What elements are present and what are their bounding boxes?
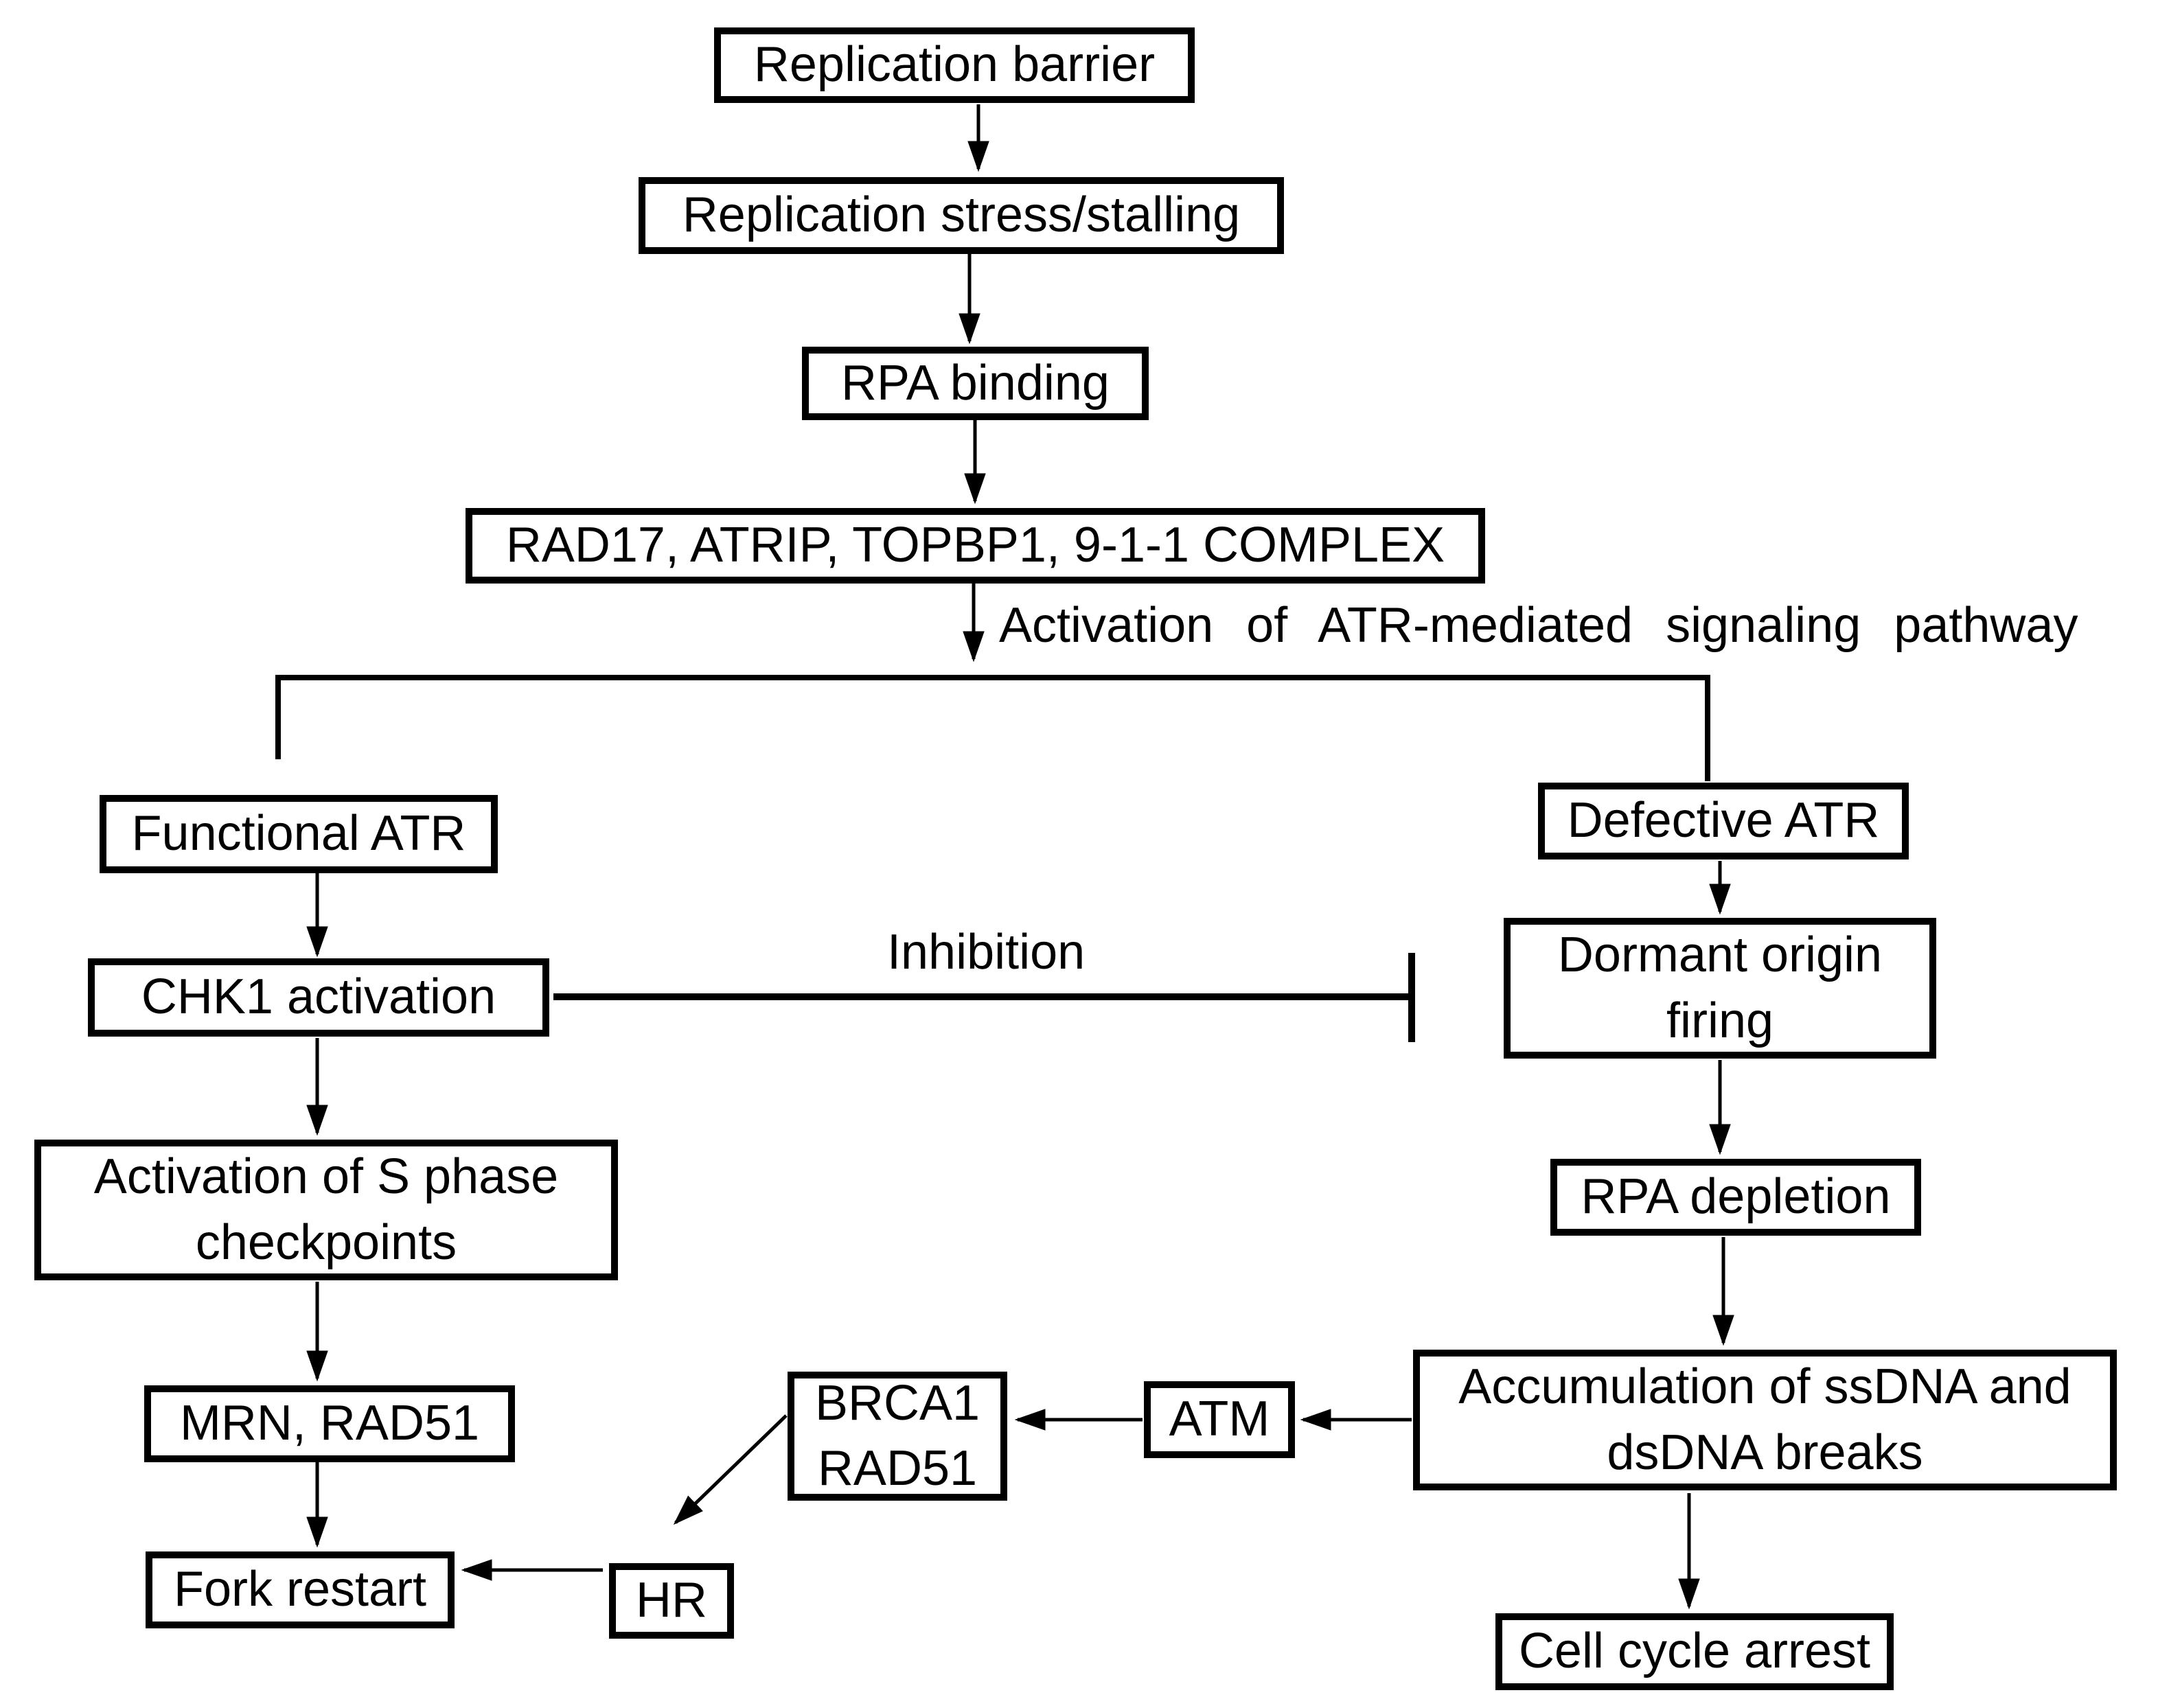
arrow-brca1-to-hr <box>673 1414 788 1525</box>
node-mrn-rad51: MRN, RAD51 <box>144 1385 515 1462</box>
node-replication-barrier: Replication barrier <box>714 27 1195 103</box>
node-label: Fork restart <box>173 1562 427 1617</box>
node-dormant-origin-firing: Dormant origin firing <box>1504 918 1936 1059</box>
node-functional-atr: Functional ATR <box>100 795 498 873</box>
node-label: MRN, RAD51 <box>179 1396 480 1451</box>
node-hr: HR <box>609 1563 734 1639</box>
node-replication-stress: Replication stress/stalling <box>639 177 1284 254</box>
node-label: Cell cycle arrest <box>1518 1624 1871 1679</box>
node-label: Accumulation of ssDNA and dsDNA breaks <box>1458 1359 2072 1480</box>
node-s-phase-checkpoints: Activation of S phase checkpoints <box>34 1140 618 1280</box>
node-label: Replication stress/stalling <box>682 187 1241 243</box>
label-activation-pathway: Activation of ATR-mediated signaling pat… <box>999 598 2078 653</box>
node-rpa-depletion: RPA depletion <box>1550 1159 1921 1236</box>
node-label: Defective ATR <box>1567 793 1880 849</box>
node-label: RPA depletion <box>1581 1169 1891 1225</box>
label-inhibition: Inhibition <box>887 925 1086 980</box>
node-atm: ATM <box>1144 1381 1295 1458</box>
node-rpa-binding: RPA binding <box>802 347 1149 420</box>
node-label: Functional ATR <box>131 806 466 862</box>
node-label: CHK1 activation <box>141 969 496 1025</box>
node-label: HR <box>636 1573 707 1628</box>
node-fork-restart: Fork restart <box>146 1551 455 1628</box>
node-label: BRCA1 RAD51 <box>814 1375 980 1496</box>
node-label: Replication barrier <box>753 37 1156 93</box>
node-label: ATM <box>1169 1392 1270 1447</box>
branch-split-line <box>275 675 1710 781</box>
node-ssdna-dsdna-breaks: Accumulation of ssDNA and dsDNA breaks <box>1413 1350 2117 1490</box>
node-label: Activation of S phase checkpoints <box>93 1149 559 1270</box>
node-label: RAD17, ATRIP, TOPBP1, 9-1-1 COMPLEX <box>505 518 1445 573</box>
node-label: Dormant origin firing <box>1557 927 1883 1048</box>
node-chk1-activation: CHK1 activation <box>88 958 549 1037</box>
node-label: RPA binding <box>841 355 1110 411</box>
node-brca1-rad51: BRCA1 RAD51 <box>788 1372 1007 1501</box>
node-defective-atr: Defective ATR <box>1538 783 1909 859</box>
node-cell-cycle-arrest: Cell cycle arrest <box>1495 1613 1894 1690</box>
node-rad17-complex: RAD17, ATRIP, TOPBP1, 9-1-1 COMPLEX <box>466 508 1485 584</box>
